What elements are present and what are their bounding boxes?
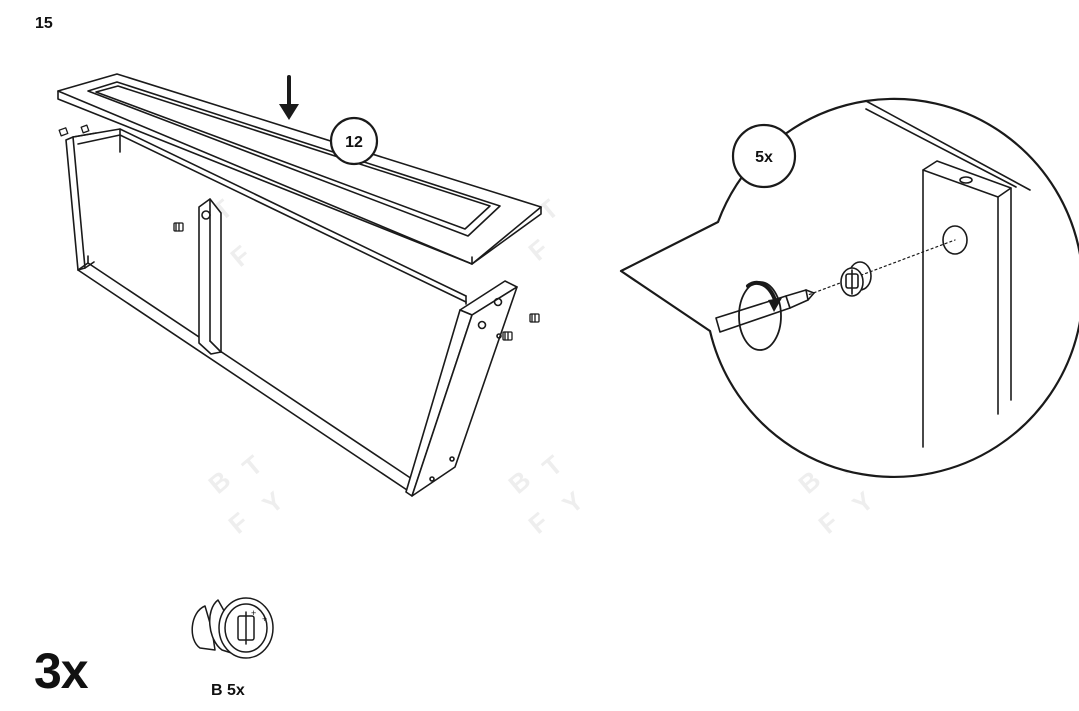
step-callout: 12 (329, 116, 379, 166)
part-label: B 5x (211, 682, 245, 699)
detail-callout-count: 5x (755, 149, 773, 166)
detail-magnifier: 5x (619, 97, 1079, 478)
down-arrow-icon (279, 75, 299, 120)
page-number: 15 (35, 15, 53, 32)
svg-text:+: + (251, 608, 256, 618)
dowel-icon (58, 124, 90, 137)
cam-lock-icon (173, 222, 184, 232)
dowel-fittings (58, 124, 540, 341)
cam-lock-fitting-icon: + + (191, 597, 274, 659)
detail-callout: 5x (731, 123, 797, 189)
repeat-count: 3x (34, 643, 89, 699)
svg-text:+: + (262, 614, 267, 624)
step-callout-number: 12 (345, 134, 363, 151)
cam-lock-icon (502, 331, 513, 341)
side-panel (405, 280, 518, 497)
cam-lock-icon (529, 313, 540, 323)
top-frame-panel (57, 73, 542, 265)
rotate-clockwise-icon (738, 280, 782, 351)
cam-fitting-icon (840, 261, 872, 297)
